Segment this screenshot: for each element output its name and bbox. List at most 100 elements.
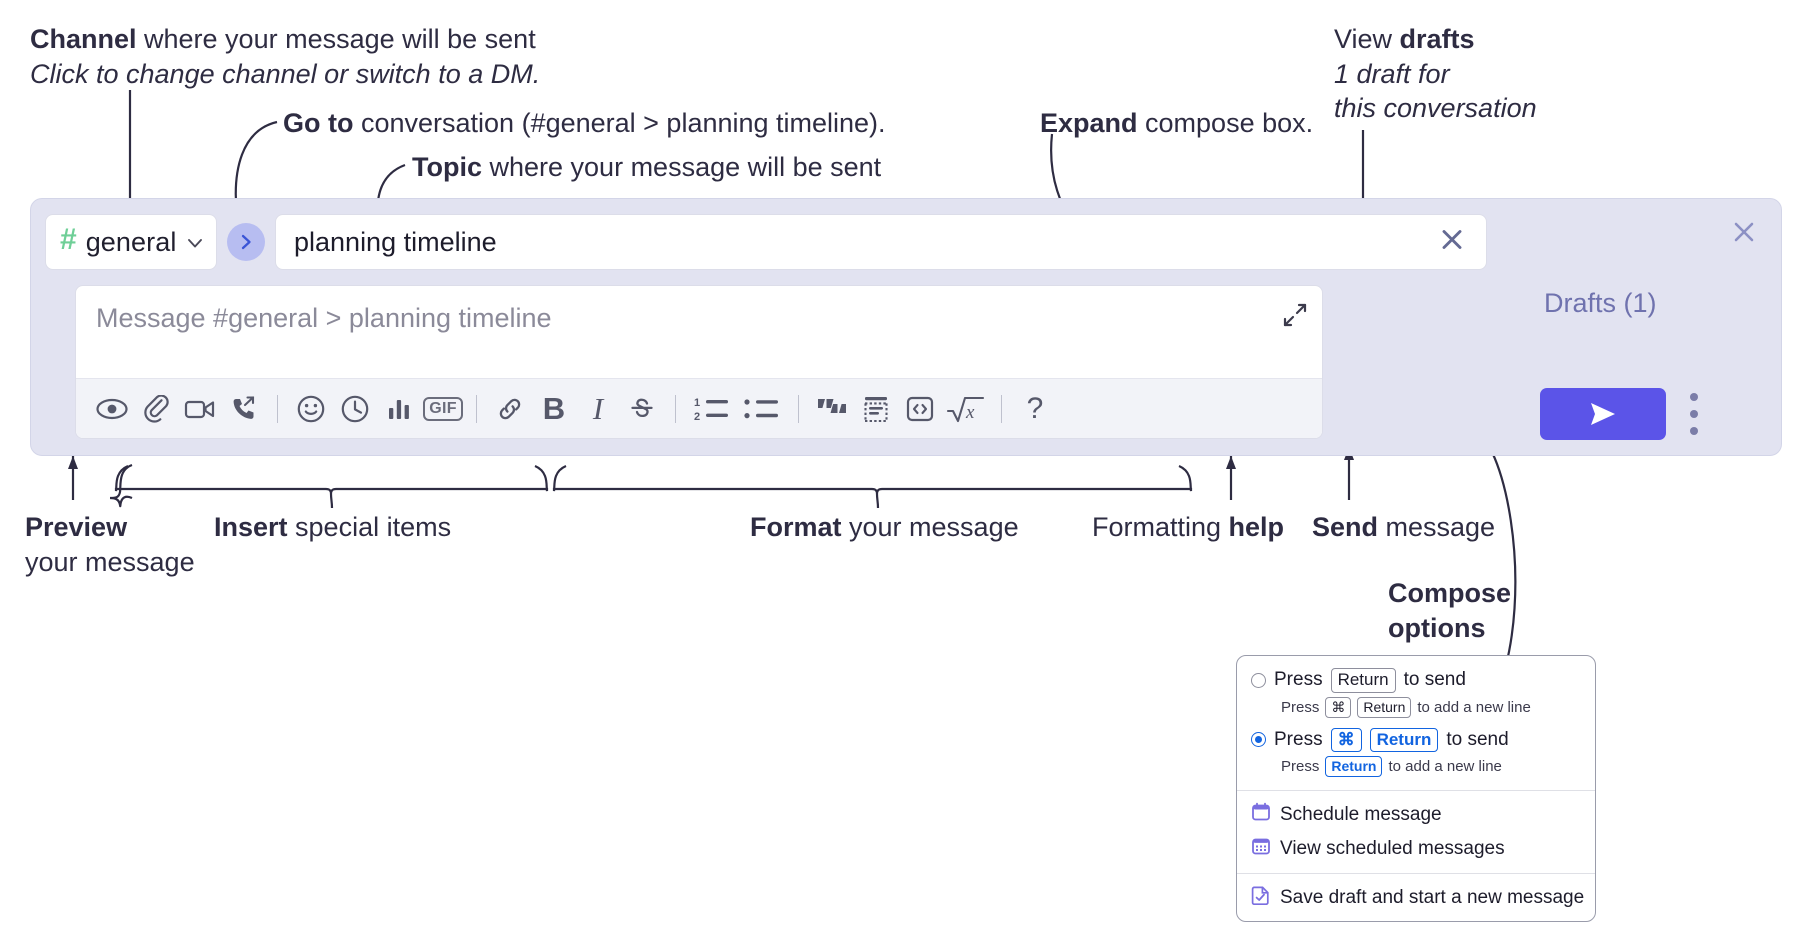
annotation-drafts-plain: View (1334, 24, 1400, 54)
send-paper-plane-icon (1591, 403, 1615, 425)
annotation-format-bold: Format (750, 512, 842, 542)
italic-label: I (592, 391, 604, 426)
formatting-help-icon[interactable]: ? (1013, 387, 1057, 431)
annotation-format: Format your message (750, 510, 1019, 545)
annotation-preview: Preview your message (25, 510, 195, 579)
menu-item-label: View scheduled messages (1280, 838, 1505, 860)
emoji-icon[interactable] (289, 387, 333, 431)
opt2-press: Press (1274, 728, 1323, 750)
blockquote-icon[interactable] (810, 387, 854, 431)
menu-item-view-scheduled-messages[interactable]: View scheduled messages (1237, 832, 1595, 866)
chevron-down-icon (186, 234, 202, 250)
kebab-dot (1690, 393, 1698, 401)
toolbar-divider (675, 394, 676, 423)
huddle-icon[interactable] (222, 387, 266, 431)
annotation-insert-bold: Insert (214, 512, 288, 542)
menu-item-label: Schedule message (1280, 804, 1442, 826)
annotation-expand: Expand compose box. (1040, 106, 1313, 141)
bold-icon[interactable]: B (532, 387, 576, 431)
radio-cmd-return-to-send[interactable] (1251, 732, 1266, 748)
toolbar-divider (1001, 394, 1002, 423)
toolbar-divider (798, 394, 799, 423)
annotation-send-rest: message (1378, 512, 1496, 542)
gif-icon[interactable]: GIF (421, 387, 465, 431)
opt2-sub-suffix: to add a new line (1388, 758, 1502, 776)
reminder-clock-icon[interactable] (333, 387, 377, 431)
menu-divider (1237, 873, 1595, 875)
radio-return-to-send[interactable] (1251, 672, 1266, 688)
link-icon[interactable] (488, 387, 532, 431)
menu-item-save-draft[interactable]: Save draft and start a new message (1237, 881, 1595, 915)
menu-option-return-to-send[interactable]: Press Return to send Press ⌘ Return to a… (1237, 664, 1595, 724)
annotation-format-rest: your message (841, 512, 1019, 542)
annotation-goto-bold: Go to (283, 108, 354, 138)
attachment-icon[interactable] (134, 387, 178, 431)
compose-box: # general planning timeline Message #gen… (30, 198, 1782, 456)
channel-selector[interactable]: # general (45, 214, 217, 270)
menu-option-cmd-return-to-send[interactable]: Press ⌘ Return to send Press Return to a… (1237, 724, 1595, 784)
annotation-goto-rest: conversation (#general > planning timeli… (353, 108, 886, 138)
menu-item-schedule-message[interactable]: Schedule message (1237, 798, 1595, 832)
svg-text:1: 1 (694, 397, 700, 409)
topic-input[interactable]: planning timeline (275, 214, 1487, 270)
channel-name-label: general (85, 226, 177, 257)
opt2-suffix: to send (1446, 728, 1509, 750)
annotation-insert-rest: special items (287, 512, 452, 542)
annotation-expand-bold: Expand (1040, 108, 1138, 138)
poll-bars-icon[interactable] (377, 387, 421, 431)
italic-icon[interactable]: I (576, 387, 620, 431)
annotation-preview-line2: your message (25, 546, 195, 577)
annotation-compose-options-bold1: Compose (1388, 578, 1512, 608)
save-draft-icon (1251, 885, 1271, 911)
formatting-help-label: ? (1026, 391, 1044, 425)
svg-text:x: x (965, 402, 975, 423)
opt1-sub-press: Press (1281, 698, 1320, 716)
annotation-channel-rest: where your message will be sent (136, 24, 536, 54)
toolbar-divider (277, 394, 278, 423)
code-block-icon[interactable] (854, 387, 898, 431)
annotation-insert: Insert special items (214, 510, 451, 545)
gif-label: GIF (423, 396, 463, 421)
annotation-channel: Channel where your message will be sent … (30, 22, 540, 91)
annotation-channel-italic: Click to change channel or switch to a D… (30, 58, 541, 89)
video-icon[interactable] (178, 387, 222, 431)
opt2-key-cmd: ⌘ (1330, 727, 1362, 753)
annotation-topic-rest: where your message will be sent (482, 152, 882, 182)
opt1-suffix: to send (1403, 669, 1466, 691)
opt2-sub-key-return: Return (1325, 756, 1383, 778)
opt1-key-return: Return (1330, 668, 1396, 693)
message-placeholder: Message #general > planning timeline (96, 303, 552, 333)
opt1-press: Press (1274, 669, 1323, 691)
bulleted-list-icon[interactable] (737, 387, 787, 431)
calendar-schedule-icon (1251, 802, 1271, 828)
strikethrough-icon[interactable] (620, 387, 664, 431)
expand-compose-icon[interactable] (1282, 302, 1308, 333)
bold-label: B (542, 391, 566, 426)
opt1-sub-key-return: Return (1357, 696, 1412, 718)
latex-icon[interactable]: x (942, 387, 990, 431)
go-to-conversation-button[interactable] (227, 223, 265, 261)
kebab-dot (1690, 427, 1698, 435)
drafts-link[interactable]: Drafts (1) (1544, 288, 1657, 318)
opt2-sub-press: Press (1281, 758, 1320, 776)
close-icon[interactable] (1729, 217, 1759, 252)
clear-topic-icon[interactable] (1436, 224, 1468, 261)
compose-options-button[interactable] (1681, 393, 1707, 435)
svg-text:2: 2 (694, 411, 700, 423)
annotation-drafts-italic2: this conversation (1334, 93, 1537, 124)
annotation-drafts: View drafts 1 draft for this conversatio… (1334, 22, 1537, 126)
preview-icon[interactable] (90, 387, 134, 431)
topic-value: planning timeline (294, 226, 497, 257)
annotation-help-plain: Formatting (1092, 512, 1229, 542)
message-editor[interactable]: Message #general > planning timeline (75, 285, 1323, 439)
annotation-channel-bold: Channel (30, 24, 137, 54)
annotation-topic: Topic where your message will be sent (412, 150, 881, 185)
code-icon[interactable] (898, 387, 942, 431)
toolbar-divider (476, 394, 477, 423)
send-button[interactable] (1540, 388, 1666, 440)
annotation-topic-bold: Topic (412, 152, 482, 182)
menu-item-label: Save draft and start a new message (1280, 887, 1585, 909)
